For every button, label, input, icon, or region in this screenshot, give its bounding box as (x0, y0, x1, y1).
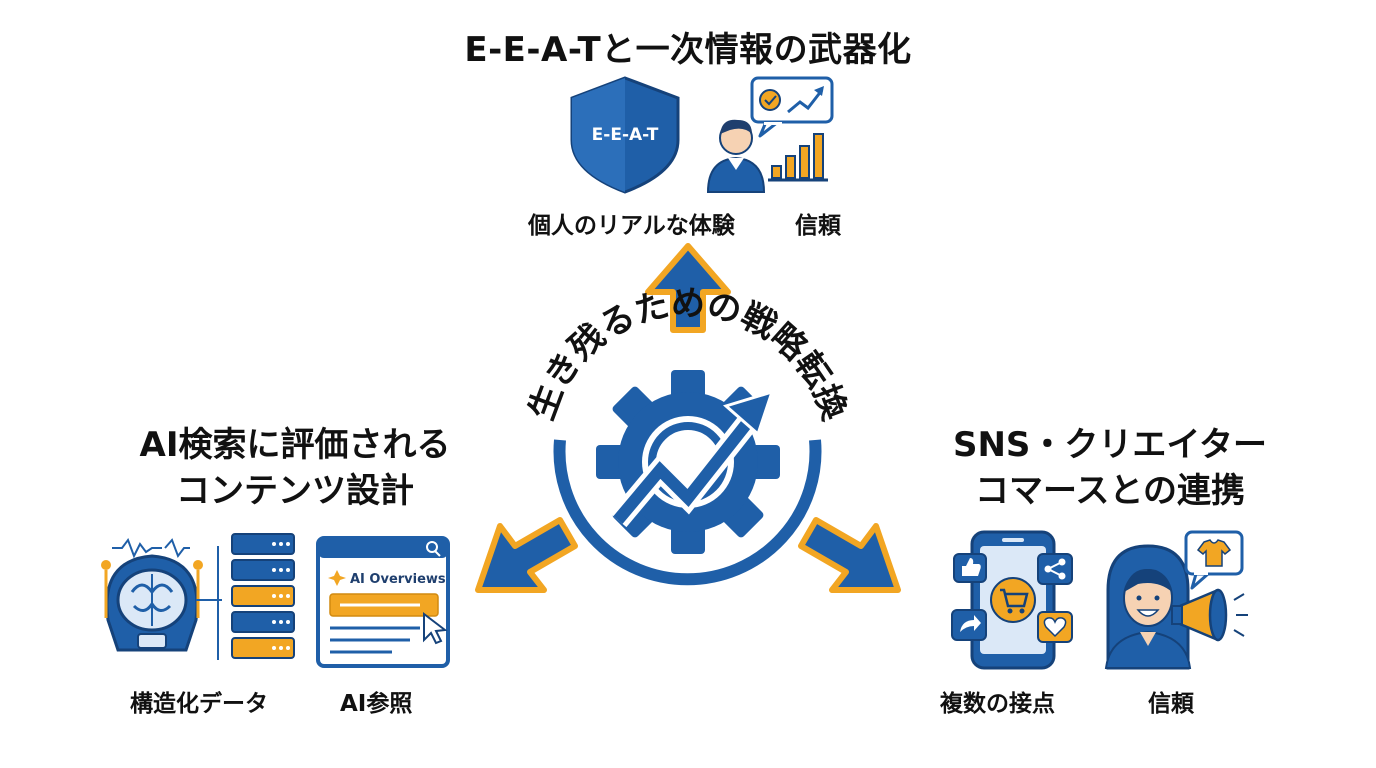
caption-touchpoints: 複数の接点 (940, 691, 1055, 717)
right-title: SNS・クリエイター コマースとの連携 (900, 422, 1320, 514)
caption-right-trust: 信頼 (1148, 691, 1194, 717)
like-icon (953, 553, 987, 583)
left-title: AI検索に評価される コンテンツ設計 (95, 422, 495, 514)
ai-overviews-label: AI Overviews (350, 572, 446, 587)
arrow-left-down (475, 517, 578, 593)
cart-icon (990, 577, 1036, 623)
shield-icon: E-E-A-T (570, 76, 680, 194)
database-icon (217, 533, 295, 660)
caption-ai-reference: AI参照 (340, 691, 413, 717)
arrow-right-down (798, 517, 901, 593)
left-title-line2: コンテンツ設計 (176, 471, 414, 511)
chart-bubble-icon (750, 76, 834, 138)
right-title-line2: コマースとの連携 (975, 471, 1245, 511)
bar-chart-icon (768, 133, 828, 182)
share-arrow-icon (951, 609, 987, 641)
woman-icon (1104, 544, 1192, 670)
left-title-line1: AI検索に評価される (139, 425, 451, 465)
share-icon (1037, 553, 1073, 585)
browser-icon: AI Overviews (316, 536, 450, 668)
megaphone-icon (1171, 588, 1248, 642)
center-hub: 生き残るための戦略転換 (475, 243, 901, 593)
gear-arrow-icon (596, 370, 780, 554)
hub-ring (553, 439, 822, 586)
shield-label: E-E-A-T (592, 125, 659, 145)
arrow-up (645, 243, 731, 333)
right-title-line1: SNS・クリエイター (952, 425, 1268, 465)
heart-icon (1037, 611, 1073, 643)
cursor-icon (423, 611, 448, 645)
caption-structured-data: 構造化データ (130, 691, 268, 717)
caption-experience: 個人のリアルな体験 (528, 213, 735, 239)
shirt-icon (1184, 530, 1244, 590)
person-icon (706, 119, 766, 193)
ai-head-icon (101, 537, 222, 652)
caption-top-trust: 信頼 (795, 213, 841, 239)
top-title: E-E-A-Tと一次情報の武器化 (464, 30, 912, 70)
